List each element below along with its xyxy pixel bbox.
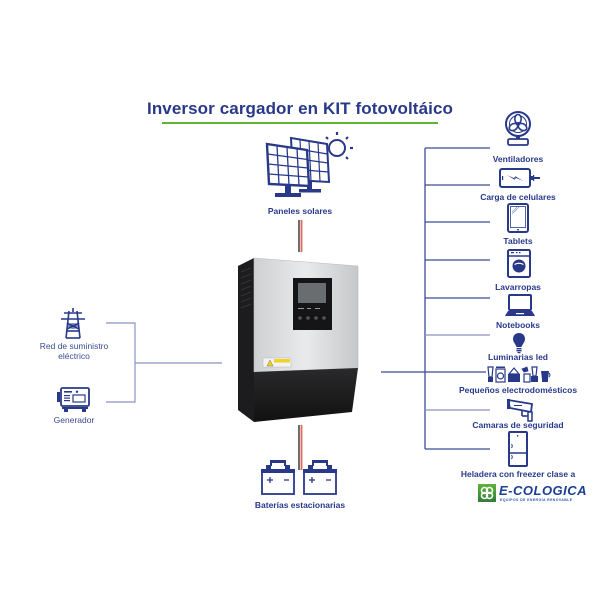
diagram-title: Inversor cargador en KIT fotovoltáico bbox=[147, 99, 453, 118]
solar-cable bbox=[298, 220, 303, 252]
load-label-refrigerator: Heladera con freezer clase a bbox=[460, 469, 576, 479]
caution-label bbox=[262, 357, 292, 368]
grid-label-line1: Red de suministro bbox=[39, 341, 109, 351]
phone-charging-icon bbox=[499, 168, 540, 188]
small-appliances-icon bbox=[487, 366, 551, 383]
load-label-notebooks: Notebooks bbox=[496, 320, 540, 330]
brand-logo-icon bbox=[478, 484, 496, 502]
solar-panel-icon bbox=[265, 132, 353, 197]
inverter-lcd-screen bbox=[298, 283, 326, 303]
load-label-washing-machines: Lavarropas bbox=[495, 282, 541, 292]
tablet-icon bbox=[507, 203, 529, 233]
generator-icon bbox=[57, 387, 90, 412]
inverter-buttons bbox=[298, 316, 326, 320]
right-trunk-lines bbox=[381, 147, 490, 450]
left-bracket-lines bbox=[106, 322, 222, 403]
brand-logo: E-COLOGICA EQUIPOS DE ENERGÍA RENOVABLE bbox=[478, 483, 588, 512]
security-camera-icon bbox=[506, 398, 534, 422]
light-bulb-icon bbox=[513, 333, 525, 354]
load-label-led-lights: Luminarias led bbox=[488, 352, 548, 362]
battery-cable bbox=[298, 425, 303, 470]
refrigerator-icon bbox=[508, 431, 528, 467]
load-label-tablets: Tablets bbox=[503, 236, 533, 246]
brand-name: E-COLOGICA bbox=[499, 483, 588, 498]
fan-icon bbox=[505, 111, 531, 146]
brand-tagline: EQUIPOS DE ENERGÍA RENOVABLE bbox=[500, 498, 573, 502]
inverter-device bbox=[238, 257, 359, 422]
generator-label: Generador bbox=[53, 415, 95, 425]
load-label-phone-charging: Carga de celulares bbox=[480, 192, 556, 202]
battery-label: Baterías estacionarias bbox=[254, 500, 346, 510]
grid-label-line2: eléctrico bbox=[58, 351, 90, 361]
load-label-security-cameras: Camaras de seguridad bbox=[472, 420, 564, 430]
washing-machine-icon bbox=[507, 249, 531, 278]
inverter-side-vent bbox=[238, 258, 254, 422]
load-label-fans: Ventiladores bbox=[492, 154, 544, 164]
title-underline bbox=[162, 122, 438, 124]
load-label-small-appliances: Pequeños electrodomésticos bbox=[458, 385, 578, 395]
power-tower-icon bbox=[61, 308, 85, 339]
laptop-icon bbox=[505, 294, 535, 316]
solar-panel-label: Paneles solares bbox=[267, 206, 333, 216]
battery-icon bbox=[261, 460, 337, 495]
